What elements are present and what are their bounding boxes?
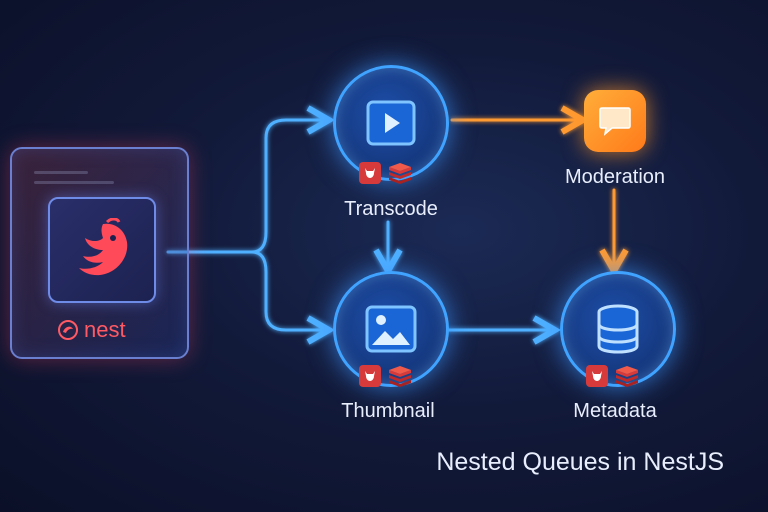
transcode-label: Transcode [344,198,438,220]
transcode-queue-badges [359,162,413,184]
moderation-node [584,90,646,152]
bull-icon [359,162,381,184]
play-icon [366,100,416,146]
thumbnail-label: Thumbnail [341,400,435,422]
nest-brand-label: nest [84,317,126,342]
decorative-line [34,171,88,174]
nest-app-panel: nest [10,147,189,359]
bull-icon [586,365,608,387]
redis-icon [389,366,411,387]
nestjs-logo-tile [48,197,156,303]
moderation-label: Moderation [564,166,666,188]
thumbnail-node [333,271,449,387]
image-icon [365,305,417,353]
database-icon [597,304,639,354]
metadata-node [560,271,676,387]
chat-bubble-icon [599,107,631,136]
redis-icon [616,366,638,387]
metadata-queue-badges [586,365,640,387]
nestjs-mini-logo-icon [58,320,78,340]
metadata-label: Metadata [573,400,657,422]
thumbnail-queue-badges [359,365,413,387]
transcode-node [333,65,449,181]
nest-brand: nest [56,317,126,343]
redis-icon [389,163,411,184]
diagram-title: Nested Queues in NestJS [436,448,724,476]
nestjs-logo-icon [79,218,128,276]
connector-branch-to-transcode [250,120,326,254]
connector-branch-to-thumbnail [250,250,326,330]
decorative-line [34,181,114,184]
bull-icon [359,365,381,387]
